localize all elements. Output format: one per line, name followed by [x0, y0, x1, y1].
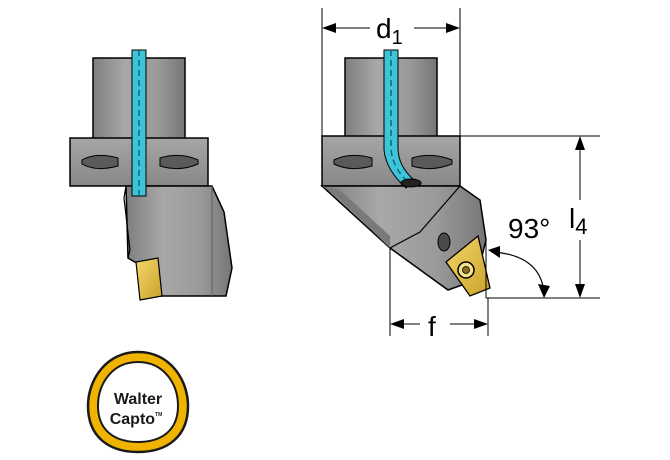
walter-capto-logo: Walter CaptoTM	[86, 350, 190, 454]
dim-f-label: f	[428, 311, 436, 342]
dim-angle-arrow-start	[488, 246, 500, 258]
front-view-coolant-outlet	[400, 178, 422, 188]
side-view-insert	[135, 257, 163, 301]
dim-d1-label: d1	[376, 13, 403, 49]
logo-ring-inner	[96, 360, 180, 444]
front-view-flange-slot-left	[333, 154, 373, 170]
dim-l4-label: l4	[569, 203, 587, 239]
dim-angle-arrow	[538, 284, 550, 298]
dim-angle-label: 93°	[508, 213, 550, 244]
dim-d1-label-bg	[370, 10, 414, 44]
side-view-head-edge	[123, 185, 131, 259]
front-view-head-face	[389, 185, 461, 249]
dim-angle-arc	[493, 251, 545, 293]
side-view	[69, 49, 233, 301]
side-view-flange-slot-right	[159, 154, 199, 170]
logo-text-line1: Walter	[114, 391, 162, 408]
front-view-screw-hole	[437, 232, 451, 252]
dim-l4-arrow-top	[575, 136, 585, 150]
logo-text-line2: CaptoTM	[110, 411, 163, 428]
front-view-insert-screw-core	[462, 266, 470, 274]
front-view-flange-slot-right	[411, 154, 453, 170]
front-view: d1 l4 93° f	[320, 8, 600, 342]
dim-f-arrow-left	[390, 319, 404, 329]
dim-d1-arrow-right	[446, 23, 460, 33]
dim-f-arrow-right	[474, 319, 488, 329]
dim-l4-arrow-bottom	[575, 284, 585, 298]
dim-l4-label-bg	[566, 200, 600, 240]
side-view-flange-slot-left	[81, 154, 119, 170]
dim-d1-arrow-left	[322, 23, 336, 33]
